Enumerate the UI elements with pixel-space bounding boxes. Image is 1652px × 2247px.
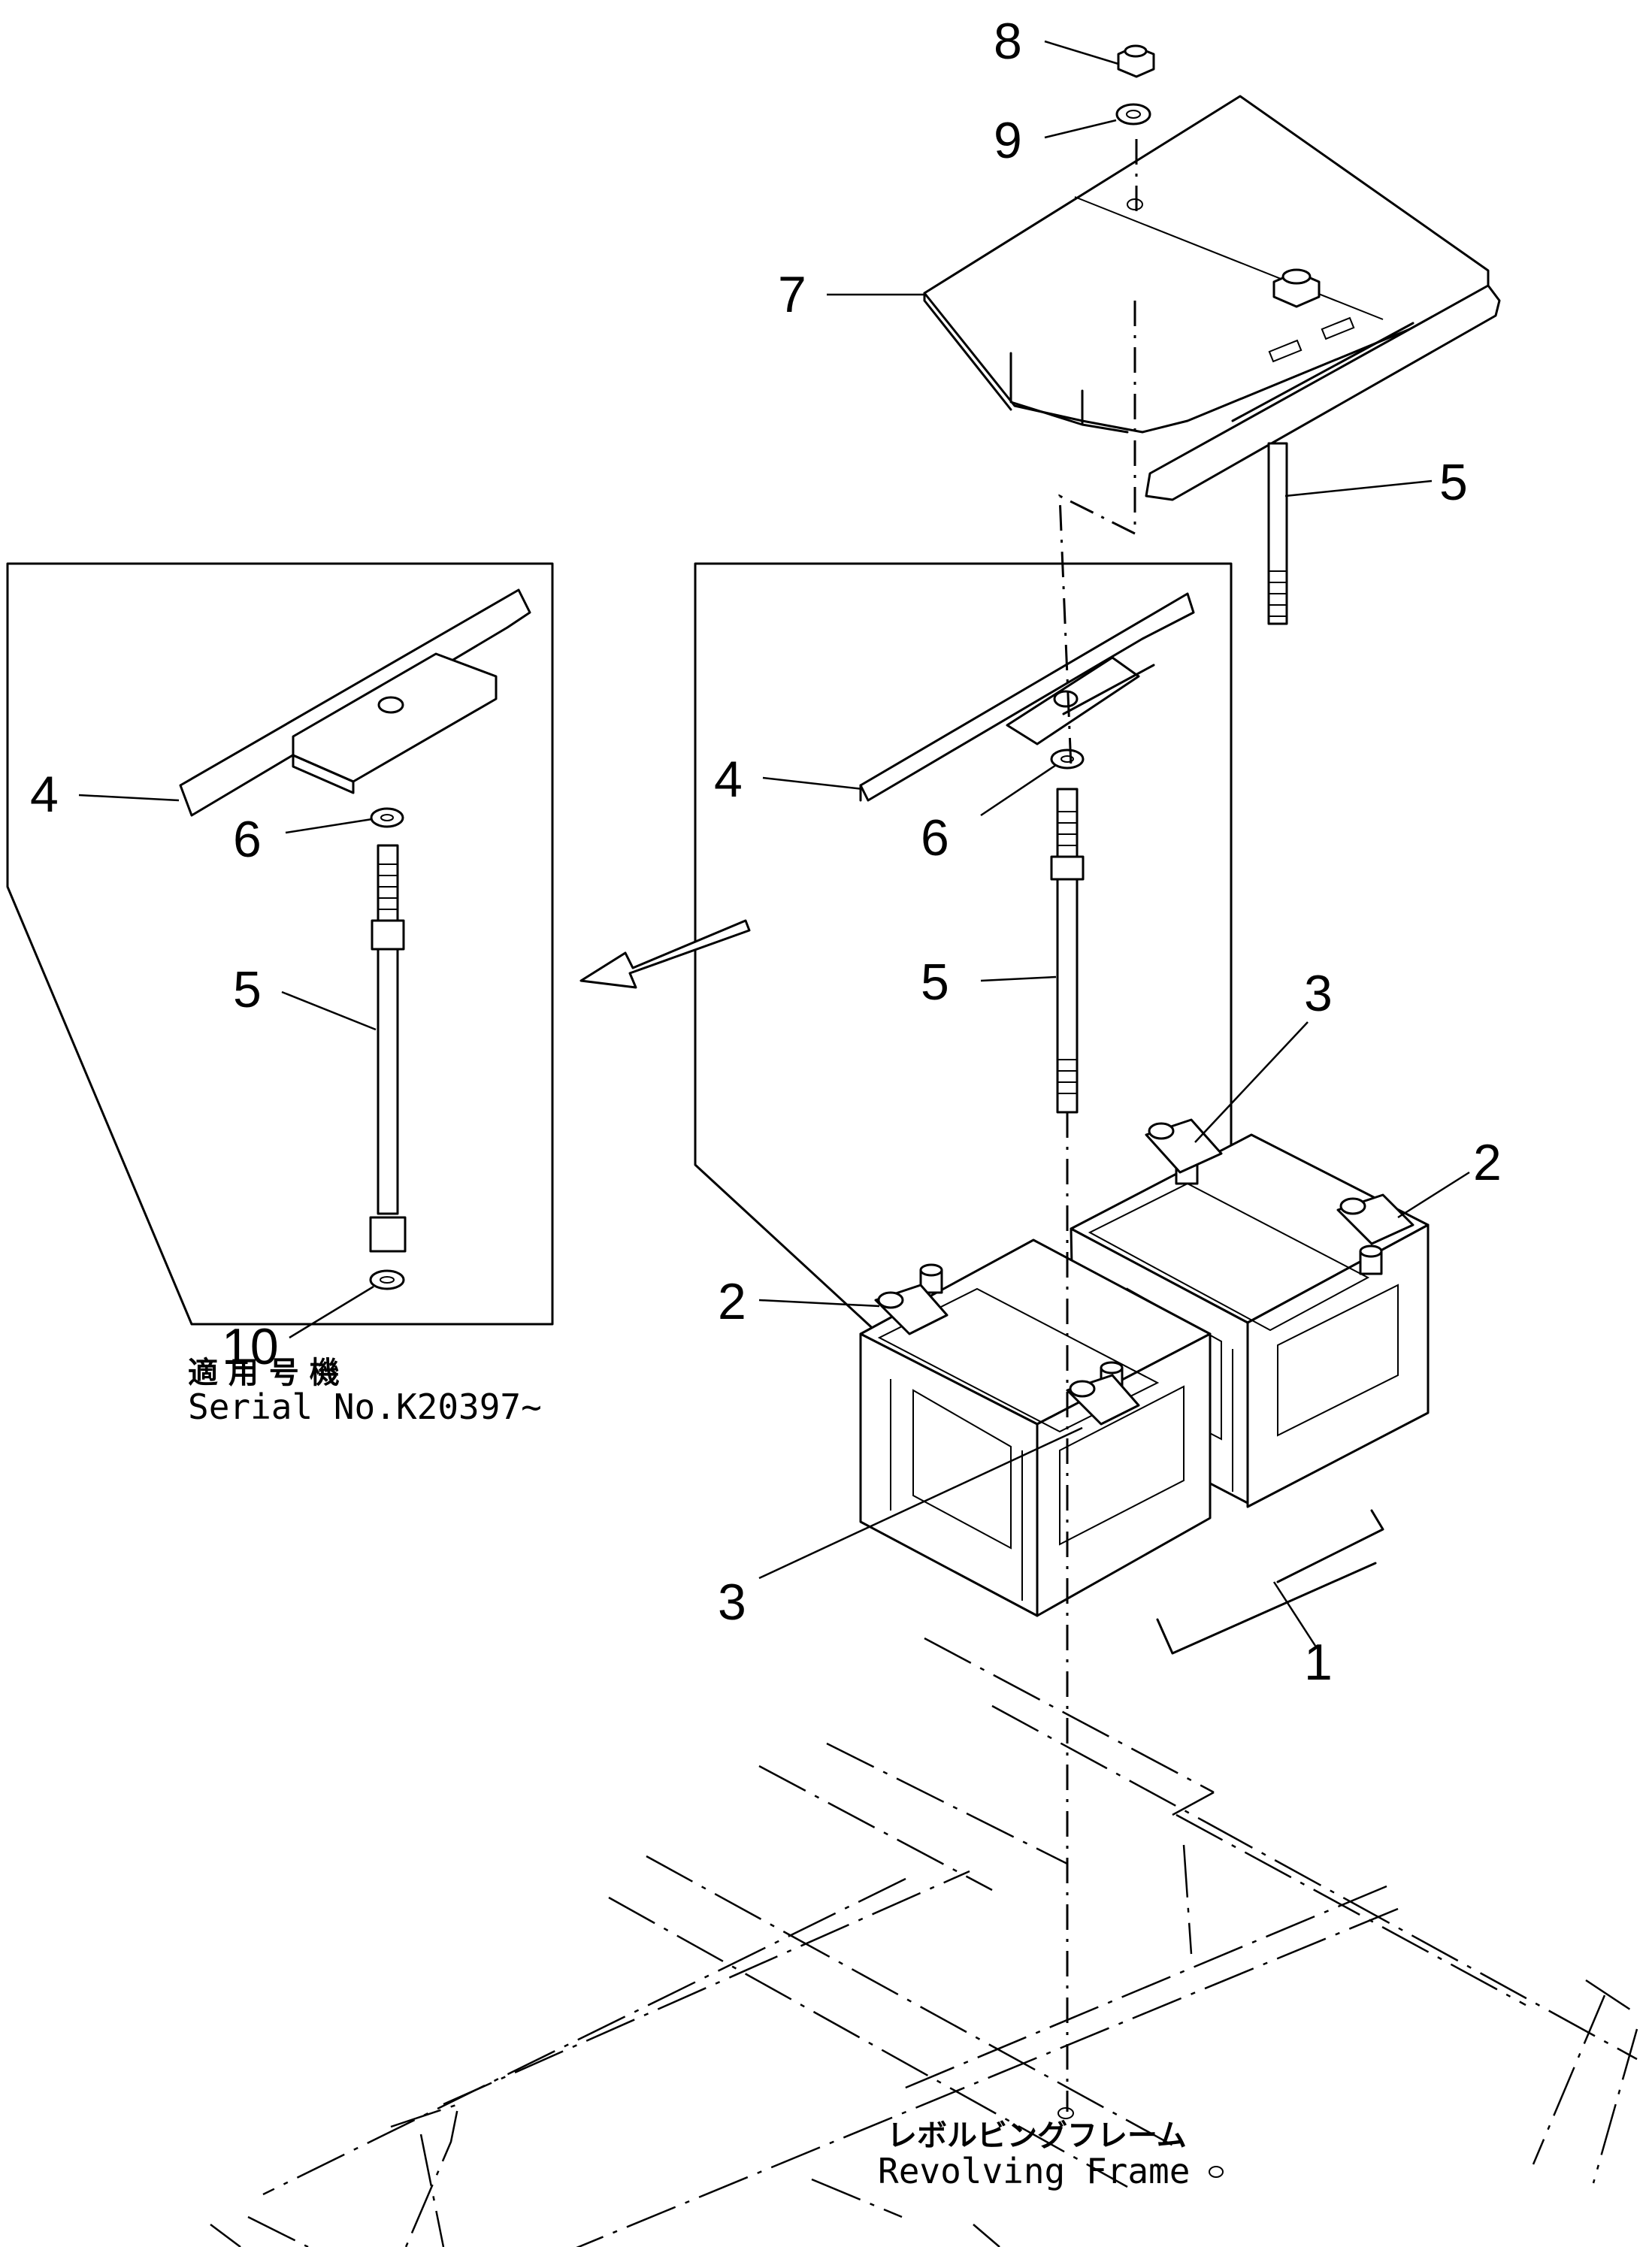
callout-5-left: 5 bbox=[233, 961, 262, 1018]
callout-5-right: 5 bbox=[1439, 454, 1468, 511]
terminal-clamp-3-top bbox=[1145, 1118, 1223, 1174]
battery-bracket-line bbox=[1156, 1562, 1377, 1655]
leader-lines bbox=[78, 40, 1470, 1647]
bolt-5-right bbox=[1267, 442, 1288, 625]
washer-9 bbox=[1115, 103, 1151, 126]
serial-caption-en: Serial No.K20397~ bbox=[188, 1387, 542, 1427]
detail-panel-left bbox=[6, 562, 554, 1326]
battery-front bbox=[859, 1238, 1212, 1617]
callout-6-center: 6 bbox=[921, 809, 949, 866]
callout-5-center: 5 bbox=[921, 954, 949, 1011]
serial-caption-jp: 適 用 号 機 bbox=[188, 1356, 340, 1390]
frame-caption-en: Revolving Frame bbox=[878, 2151, 1190, 2191]
terminal-clamp-3-front bbox=[1066, 1374, 1140, 1426]
battery-cover bbox=[923, 95, 1501, 501]
callout-4-left: 4 bbox=[30, 766, 59, 823]
callout-6-left: 6 bbox=[233, 811, 262, 868]
callout-4-center: 4 bbox=[714, 751, 743, 808]
terminal-clamp-2-left bbox=[874, 1284, 949, 1335]
frame-caption-jp: レボルビングフレーム bbox=[887, 2118, 1187, 2153]
direction-arrow bbox=[579, 919, 751, 989]
battery-bracket-line-2 bbox=[1276, 1509, 1384, 1583]
callout-9: 9 bbox=[994, 112, 1022, 169]
callout-10: 10 bbox=[222, 1318, 279, 1375]
callout-2-right: 2 bbox=[1473, 1134, 1502, 1191]
callout-3-top: 3 bbox=[1304, 965, 1333, 1022]
terminal-clamp-2-right bbox=[1336, 1193, 1414, 1245]
callout-2-left: 2 bbox=[718, 1273, 746, 1330]
centerline-cover bbox=[1058, 301, 1136, 767]
callout-7: 7 bbox=[778, 266, 806, 323]
nut-8 bbox=[1117, 44, 1155, 78]
callout-1: 1 bbox=[1304, 1634, 1333, 1691]
callout-8: 8 bbox=[994, 13, 1022, 70]
callout-3-front: 3 bbox=[718, 1574, 746, 1631]
revolving-frame bbox=[210, 1637, 1638, 2247]
